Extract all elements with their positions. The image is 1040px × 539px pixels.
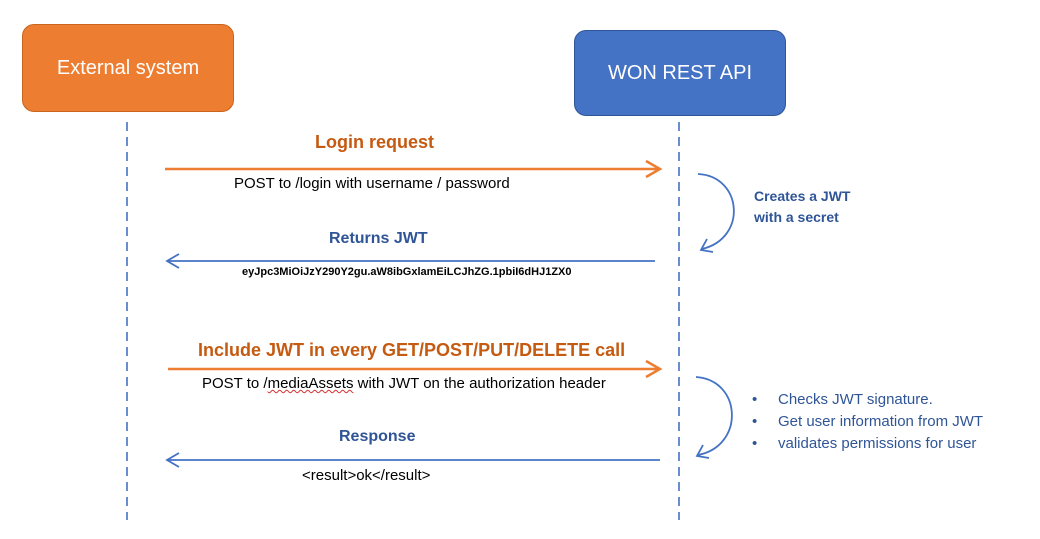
returns-jwt-title: Returns JWT bbox=[329, 230, 428, 247]
arrow-login-request bbox=[165, 159, 663, 179]
self-loop-checks-jwt bbox=[695, 376, 733, 459]
actor-external-system: External system bbox=[22, 24, 234, 112]
response-title: Response bbox=[339, 428, 416, 445]
checks-jwt-list-item: Checks JWT signature. bbox=[752, 389, 983, 411]
login-request-detail: POST to /login with username / password bbox=[234, 175, 510, 192]
actor-won-rest-api-label: WON REST API bbox=[607, 61, 753, 84]
create-jwt-note-line-2: with a secret bbox=[754, 209, 839, 225]
checks-jwt-list: Checks JWT signature. Get user informati… bbox=[752, 389, 983, 455]
create-jwt-note-line-1: Creates a JWT bbox=[754, 188, 851, 204]
include-jwt-detail-resource: mediaAssets bbox=[267, 375, 354, 392]
include-jwt-detail-prefix: POST to / bbox=[202, 375, 268, 392]
include-jwt-title: Include JWT in every GET/POST/PUT/DELETE… bbox=[198, 340, 626, 360]
checks-jwt-list-item: Get user information from JWT bbox=[752, 411, 983, 433]
include-jwt-detail: POST to /mediaAssets with JWT on the aut… bbox=[202, 375, 606, 392]
include-jwt-detail-suffix: with JWT on the authorization header bbox=[353, 375, 606, 392]
create-jwt-note: Creates a JWT with a secret bbox=[754, 186, 850, 228]
login-request-title: Login request bbox=[315, 132, 435, 152]
checks-jwt-list-item: validates permissions for user bbox=[752, 433, 983, 455]
arrow-response bbox=[165, 452, 660, 468]
jwt-token-example: eyJpc3MiOiJzY290Y2gu.aW8ibGxlamEiLCJhZG.… bbox=[242, 266, 572, 278]
response-detail: <result>ok</result> bbox=[302, 467, 431, 484]
self-loop-create-jwt bbox=[697, 173, 735, 253]
actor-won-rest-api: WON REST API bbox=[574, 30, 786, 116]
arrow-include-jwt bbox=[168, 359, 663, 379]
arrow-returns-jwt bbox=[165, 253, 655, 269]
actor-external-system-label: External system bbox=[56, 56, 200, 79]
